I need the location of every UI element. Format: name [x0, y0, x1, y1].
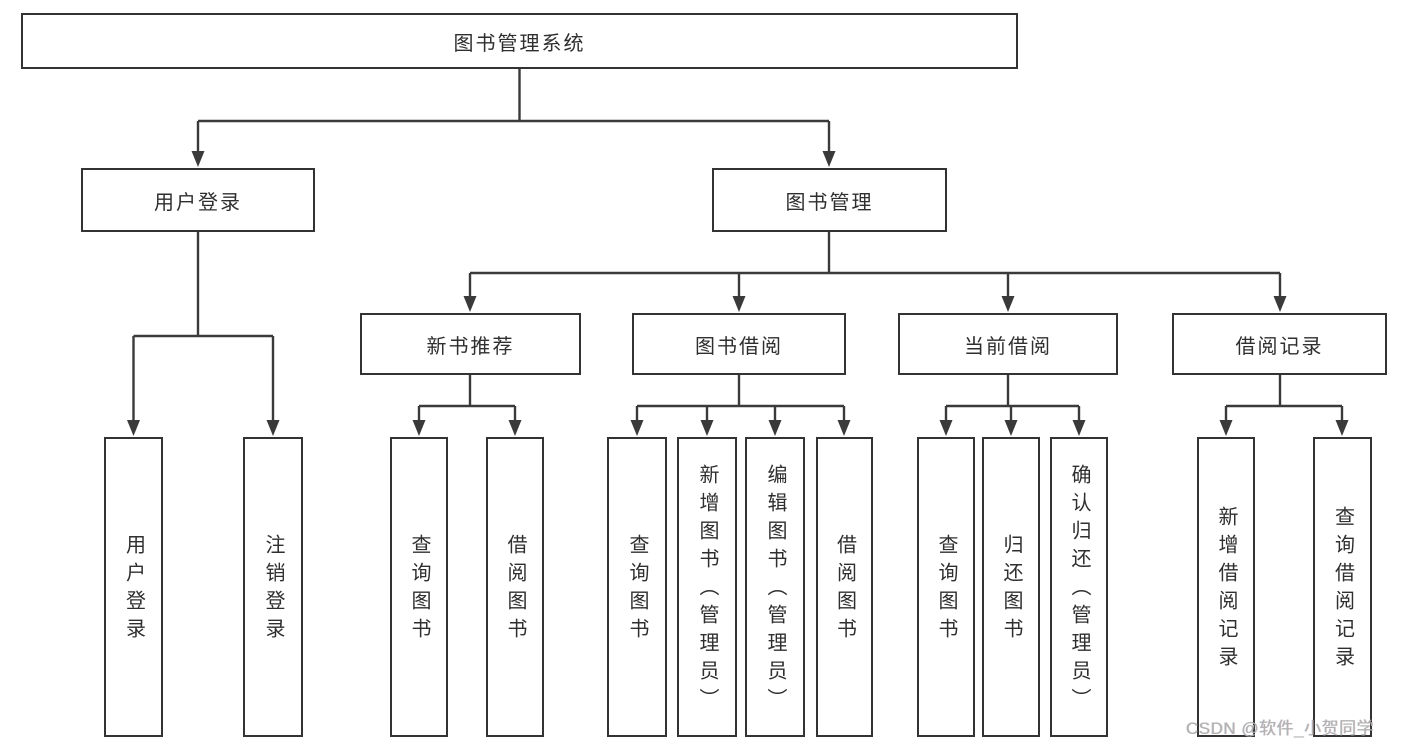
arrowheads	[127, 151, 1349, 436]
node-return-book: 归还图书	[982, 437, 1040, 737]
csdn-watermark: CSDN @软件_小贺同学	[1186, 719, 1375, 738]
node-current-borrowing: 当前借阅	[898, 313, 1118, 375]
node-query-books-borrowing: 查询图书	[607, 437, 667, 737]
node-book-borrowing: 图书借阅	[632, 313, 846, 375]
node-query-books-recommend: 查询图书	[390, 437, 448, 737]
node-add-borrow-record: 新增借阅记录	[1197, 437, 1255, 737]
node-query-borrow-record: 查询借阅记录	[1313, 437, 1372, 737]
node-borrowing-records: 借阅记录	[1172, 313, 1387, 375]
node-edit-book-admin: 编辑图书（管理员）	[745, 437, 805, 737]
node-add-book-admin: 新增图书（管理员）	[677, 437, 737, 737]
node-query-books-current: 查询图书	[917, 437, 975, 737]
node-confirm-return-admin: 确认归还（管理员）	[1050, 437, 1108, 737]
node-borrow-book-recommend: 借阅图书	[486, 437, 544, 737]
node-borrow-book-borrowing: 借阅图书	[816, 437, 873, 737]
node-logout: 注销登录	[243, 437, 303, 737]
node-library-system: 图书管理系统	[21, 13, 1018, 69]
node-user-login: 用户登录	[81, 168, 315, 232]
node-new-book-recommend: 新书推荐	[360, 313, 581, 375]
node-book-management: 图书管理	[712, 168, 947, 232]
node-login: 用户登录	[104, 437, 163, 737]
